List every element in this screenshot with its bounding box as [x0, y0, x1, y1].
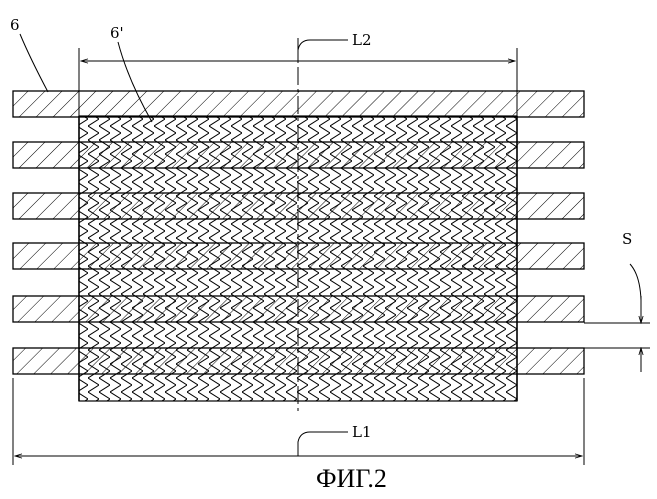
reference-6: 6 — [10, 16, 48, 92]
label-6-prime: 6' — [110, 24, 124, 42]
dimension-s: S — [584, 230, 650, 372]
label-l2: L2 — [352, 31, 372, 49]
label-l1: L1 — [352, 423, 372, 441]
label-6: 6 — [10, 16, 20, 34]
label-s: S — [622, 230, 632, 248]
figure-caption: ФИГ.2 — [316, 464, 387, 493]
